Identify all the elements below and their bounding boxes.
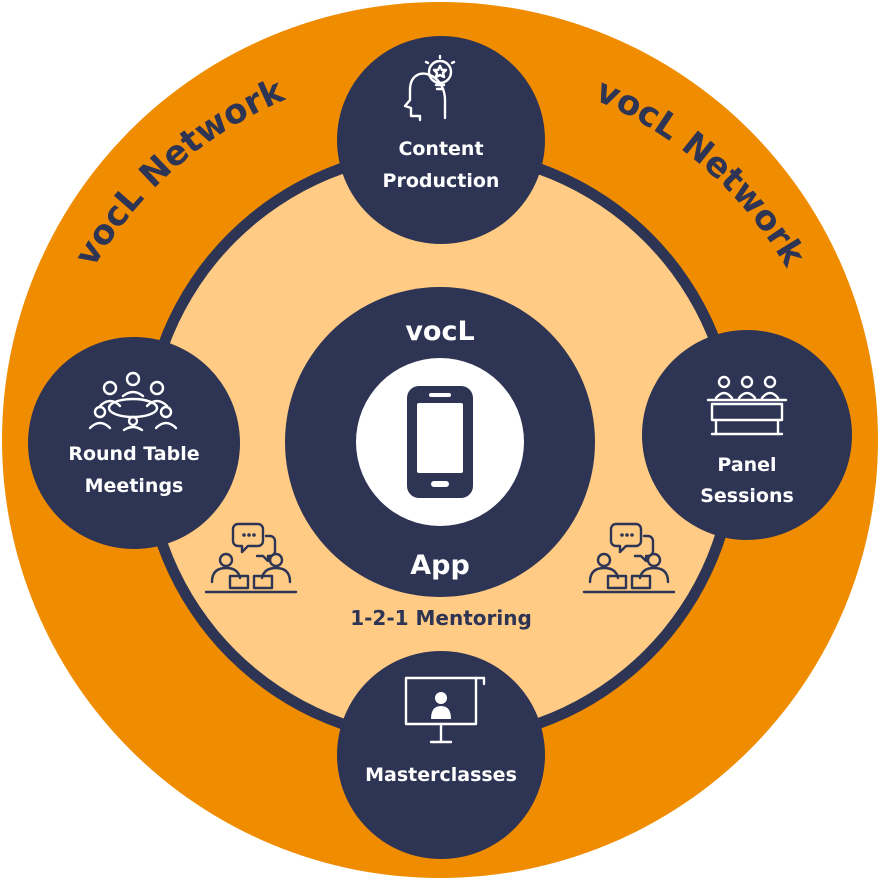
center-hub: vocL App [285,287,595,597]
node-roundtable-line1: Round Table [68,443,199,465]
presentation-board-icon [404,676,486,744]
lightbulb-head-icon [403,54,456,122]
node-round-table-meetings: Round Table Meetings [28,337,240,549]
center-top-label: vocL [405,316,474,347]
node-roundtable-line2: Meetings [85,475,184,497]
smartphone-icon [407,386,473,498]
node-panel-sessions: Panel Sessions [642,330,852,540]
meeting-table-icon [88,371,178,432]
presenter-figure-icon [431,692,451,719]
node-master-line1: Masterclasses [365,764,517,786]
node-content-production: Content Production [337,36,545,244]
mentoring-dots-right [620,533,634,537]
node-content-line1: Content [398,138,483,160]
node-masterclasses: Masterclasses [337,651,545,859]
node-panel-line1: Panel [717,454,776,476]
center-bottom-label: App [410,550,470,581]
mentoring-label: 1-2-1 Mentoring [350,606,532,630]
panel-desk-icon [706,375,788,436]
mentoring-dots-left [242,533,256,537]
node-panel-line2: Sessions [700,485,794,507]
mentoring-conversation-icon-left [204,522,298,594]
mentoring-conversation-icon-right [582,522,676,594]
node-content-line2: Production [383,170,500,192]
